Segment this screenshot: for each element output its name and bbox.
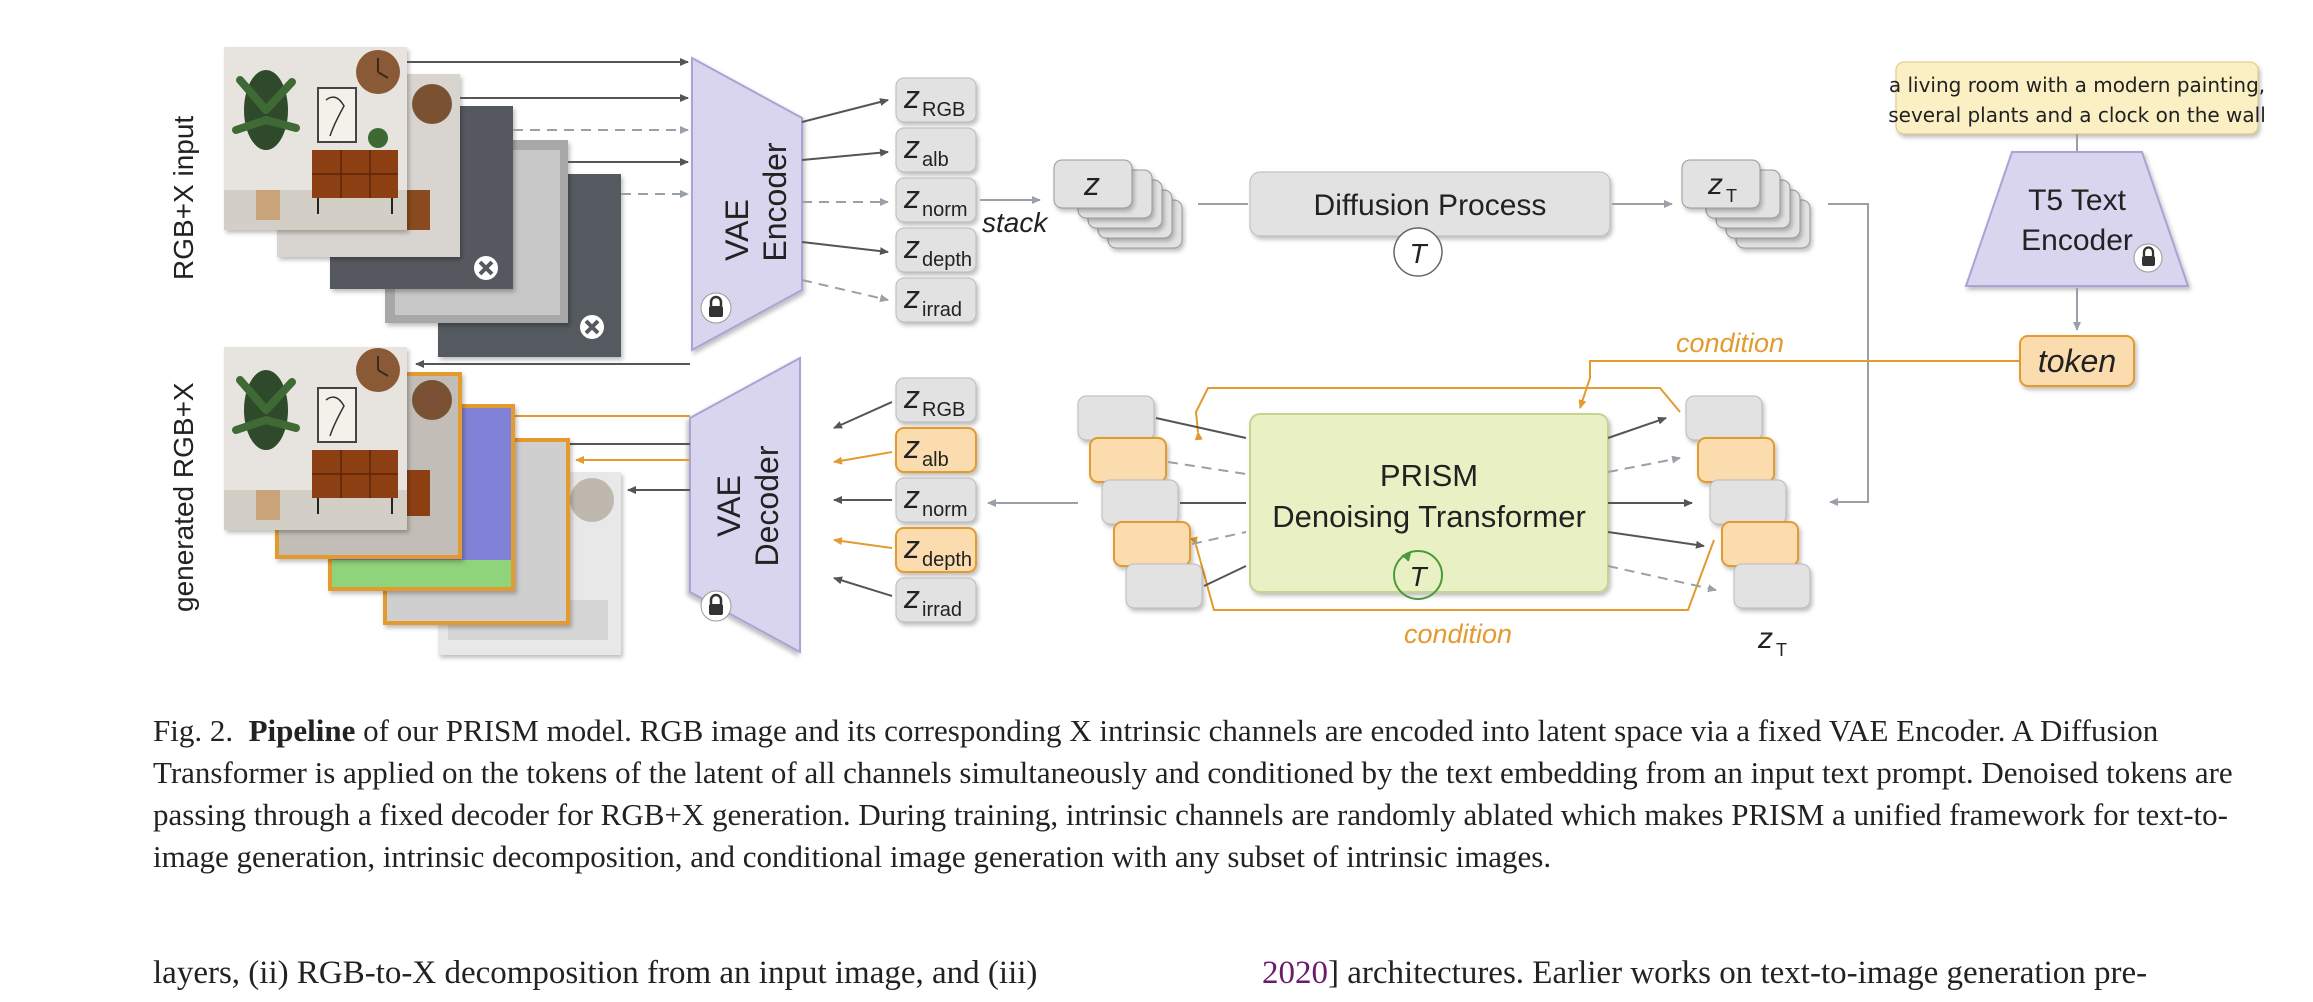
dec-latent-z-rgb: z RGB bbox=[895, 377, 977, 423]
citation-link[interactable]: 2020 bbox=[1262, 955, 1328, 991]
svg-text:RGB: RGB bbox=[922, 399, 965, 421]
svg-text:z: z bbox=[903, 279, 920, 315]
body-text-left: layers, (ii) RGB-to-X decomposition from… bbox=[153, 955, 1038, 991]
svg-text:irrad: irrad bbox=[922, 599, 962, 621]
svg-text:alb: alb bbox=[922, 449, 949, 471]
token-box: token bbox=[2019, 335, 2135, 387]
denoise-input-latents bbox=[1077, 395, 1203, 609]
svg-text:several plants and a clock on: several plants and a clock on the wall bbox=[1888, 103, 2266, 127]
svg-text:z: z bbox=[903, 79, 920, 115]
svg-text:depth: depth bbox=[922, 249, 972, 271]
svg-text:alb: alb bbox=[922, 149, 949, 171]
body-text-right-rest: ] architectures. Earlier works on text-t… bbox=[1328, 955, 2148, 991]
z-stack: z bbox=[1053, 159, 1183, 249]
svg-text:z: z bbox=[903, 579, 920, 615]
latent-z-alb: z alb bbox=[895, 127, 977, 173]
encoder-latents: z RGB z alb z norm z depth z irrad bbox=[895, 77, 977, 323]
input-image-stack bbox=[224, 47, 621, 357]
z-label: z bbox=[1083, 166, 1100, 202]
caption-prefix: Fig. 2. bbox=[153, 713, 234, 748]
diffusion-label: Diffusion Process bbox=[1314, 189, 1547, 222]
svg-text:z: z bbox=[903, 129, 920, 165]
caption-text: of our PRISM model. RGB image and its co… bbox=[153, 713, 2233, 874]
output-image-stack bbox=[224, 347, 621, 655]
body-text-right: 2020] architectures. Earlier works on te… bbox=[1262, 955, 2147, 992]
svg-text:z: z bbox=[903, 179, 920, 215]
latent-z-rgb: z RGB bbox=[895, 77, 977, 123]
token-label: token bbox=[2038, 343, 2116, 379]
timestep-loop-icon bbox=[1393, 550, 1443, 600]
svg-text:T: T bbox=[1409, 561, 1428, 592]
svg-text:z: z bbox=[903, 529, 920, 565]
prism-input-arrows bbox=[1155, 417, 1247, 587]
svg-text:norm: norm bbox=[922, 199, 968, 221]
vae-decoder: VAE Decoder bbox=[689, 356, 801, 654]
dec-latent-z-irrad: z irrad bbox=[895, 577, 977, 623]
timestep-loop-icon bbox=[1393, 227, 1443, 277]
latent-z-depth: z depth bbox=[895, 227, 977, 273]
encoder-input-arrows bbox=[407, 58, 689, 198]
text-prompt: a living room with a modern painting, se… bbox=[1888, 61, 2266, 135]
svg-text:z: z bbox=[903, 429, 920, 465]
condition-loop-lower bbox=[1190, 536, 1715, 611]
condition-label-top: condition bbox=[1676, 328, 1784, 358]
zt-connector-arrow bbox=[1828, 203, 1869, 506]
zt-stack-top: z T bbox=[1681, 159, 1811, 249]
svg-text:Denoising Transformer: Denoising Transformer bbox=[1272, 499, 1586, 534]
pipeline-diagram: RGB+X input generated RGB+X bbox=[168, 47, 2266, 660]
encoder-label-line2: Encoder bbox=[757, 142, 793, 262]
svg-text:z: z bbox=[903, 479, 920, 515]
diffusion-process-box: Diffusion Process T bbox=[1249, 171, 1611, 277]
svg-text:T: T bbox=[1726, 186, 1737, 206]
svg-text:z: z bbox=[903, 229, 920, 265]
svg-text:PRISM: PRISM bbox=[1380, 458, 1478, 493]
output-side-label: generated RGB+X bbox=[168, 382, 199, 612]
latent-z-irrad: z irrad bbox=[895, 277, 977, 323]
condition-loop-upper bbox=[1194, 387, 1681, 441]
dec-latent-z-norm: z norm bbox=[895, 477, 977, 523]
svg-text:Decoder: Decoder bbox=[749, 445, 785, 566]
svg-text:irrad: irrad bbox=[922, 299, 962, 321]
input-side-label: RGB+X input bbox=[168, 116, 199, 280]
svg-text:depth: depth bbox=[922, 549, 972, 571]
stack-label: stack bbox=[982, 207, 1049, 238]
svg-text:norm: norm bbox=[922, 499, 968, 521]
svg-text:z: z bbox=[903, 379, 920, 415]
svg-text:Encoder: Encoder bbox=[2021, 224, 2133, 257]
encoder-latent-arrows bbox=[801, 98, 889, 303]
encoder-label-line1: VAE bbox=[719, 199, 755, 261]
dec-latent-z-alb: z alb bbox=[895, 427, 977, 473]
svg-text:VAE: VAE bbox=[711, 475, 747, 537]
latent-z-norm: z norm bbox=[895, 177, 977, 223]
svg-text:z: z bbox=[1707, 168, 1723, 201]
prism-denoising-transformer: PRISM Denoising Transformer T bbox=[1249, 413, 1609, 600]
svg-text:T: T bbox=[1776, 640, 1787, 660]
vae-encoder: VAE Encoder bbox=[691, 56, 803, 352]
svg-text:T5 Text: T5 Text bbox=[2028, 184, 2126, 217]
timestep-label: T bbox=[1409, 238, 1428, 269]
figure-caption: Fig. 2. Pipeline of our PRISM model. RGB… bbox=[153, 710, 2253, 878]
condition-label-bottom: condition bbox=[1404, 619, 1512, 649]
svg-text:a living room with a modern pa: a living room with a modern painting, bbox=[1889, 73, 2265, 97]
denoise-zt-latents: z T bbox=[1685, 395, 1811, 660]
condition-arrow-top bbox=[1578, 360, 2020, 409]
decoder-input-arrows bbox=[833, 401, 893, 597]
dec-latent-z-depth: z depth bbox=[895, 527, 977, 573]
prism-output-arrows bbox=[1607, 416, 1717, 593]
t5-text-encoder: T5 Text Encoder bbox=[1964, 151, 2190, 287]
decoder-latents: z RGB z alb z norm z depth z irrad bbox=[895, 377, 977, 623]
svg-text:z: z bbox=[1757, 622, 1773, 655]
caption-bold: Pipeline bbox=[248, 713, 356, 748]
svg-text:RGB: RGB bbox=[922, 99, 965, 121]
